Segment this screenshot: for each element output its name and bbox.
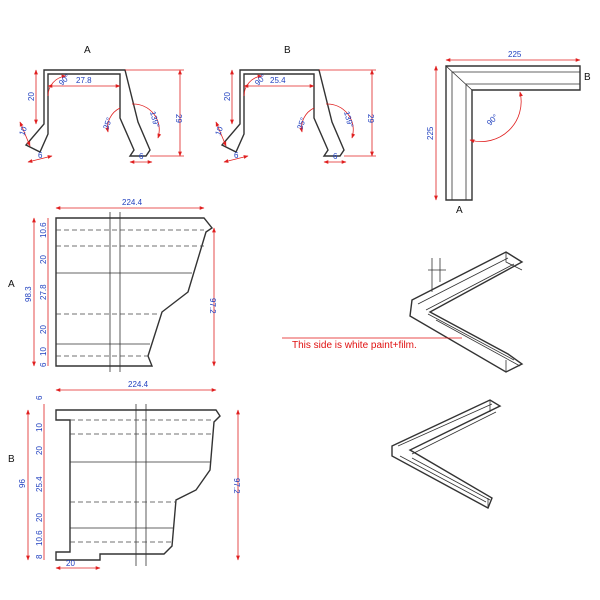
- profile-b-height-right: 29: [366, 114, 375, 123]
- corner-width: 225: [508, 50, 522, 59]
- profile-a-lip: 10: [17, 125, 29, 137]
- profile-a-width: 27.8: [76, 76, 92, 85]
- side-a-total: 98.3: [24, 286, 33, 302]
- side-b-bottom: 20: [66, 559, 75, 568]
- side-b-small: 8: [35, 554, 44, 559]
- isometric-view-bottom: [391, 399, 502, 509]
- profile-b-foot-right: 6: [333, 152, 338, 161]
- profile-b-angle-in: 35°: [295, 116, 308, 130]
- profile-a-foot-right: 6: [139, 152, 144, 161]
- side-b-top-width: 224.4: [128, 380, 149, 389]
- side-b-seg-2: 20: [35, 446, 44, 455]
- corner-frame: 225 225 90° B A: [426, 50, 591, 216]
- side-a-seg-6: 6: [39, 362, 48, 367]
- side-view-b: B 224.4 96 6 10 20 25.4 20 10.6 8 20 97.…: [8, 380, 241, 570]
- side-a-seg-3: 27.8: [39, 284, 48, 300]
- side-b-top: 6: [35, 395, 44, 400]
- profile-b-lip: 10: [213, 125, 225, 137]
- side-b-seg-4: 20: [35, 513, 44, 522]
- side-a-top-width: 224.4: [122, 198, 143, 207]
- profile-b-angle-top: 90°: [253, 72, 268, 87]
- profile-b-width: 25.4: [270, 76, 286, 85]
- profile-b-height-left: 20: [223, 92, 232, 101]
- profile-b: B 25.4 90° 20 10 6 35° 139° 6 29: [213, 45, 376, 164]
- corner-angle: 90°: [485, 112, 500, 127]
- isometric-view-top: This side is white paint+film.: [282, 251, 524, 373]
- profile-a-foot: 6: [38, 151, 43, 160]
- profile-b-foot: 6: [234, 151, 239, 160]
- profile-b-angle-out: 139°: [342, 110, 355, 128]
- side-a-seg-5: 10: [39, 347, 48, 356]
- side-b-label: B: [8, 454, 15, 465]
- profile-a-height-left: 20: [27, 92, 36, 101]
- side-a-label: A: [8, 279, 15, 290]
- side-view-a: A 224.4 98.3 10.6 20 27.8 20 10 6 97.2: [8, 198, 217, 372]
- side-b-seg-5: 10.6: [35, 530, 44, 546]
- white-paint-note: This side is white paint+film.: [292, 340, 417, 351]
- profile-a-title: A: [84, 45, 91, 56]
- side-a-right: 97.2: [208, 298, 217, 314]
- side-a-seg-4: 20: [39, 325, 48, 334]
- profile-a-angle-out: 139°: [148, 110, 161, 128]
- profile-b-title: B: [284, 45, 291, 56]
- side-a-seg-1: 10.6: [39, 222, 48, 238]
- profile-a: A 27.8 90° 20 10 6 35° 139° 6 29: [17, 45, 184, 164]
- corner-label-b: B: [584, 72, 591, 83]
- side-b-seg-3: 25.4: [35, 476, 44, 492]
- profile-a-angle-in: 35°: [101, 116, 114, 130]
- corner-label-a: A: [456, 205, 463, 216]
- side-a-seg-2: 20: [39, 255, 48, 264]
- corner-height: 225: [426, 126, 435, 140]
- side-b-total: 96: [18, 479, 27, 488]
- side-b-seg-1: 10: [35, 423, 44, 432]
- side-b-right: 97.2: [232, 478, 241, 494]
- profile-a-height-right: 29: [174, 114, 183, 123]
- profile-a-angle-top: 90°: [57, 72, 72, 87]
